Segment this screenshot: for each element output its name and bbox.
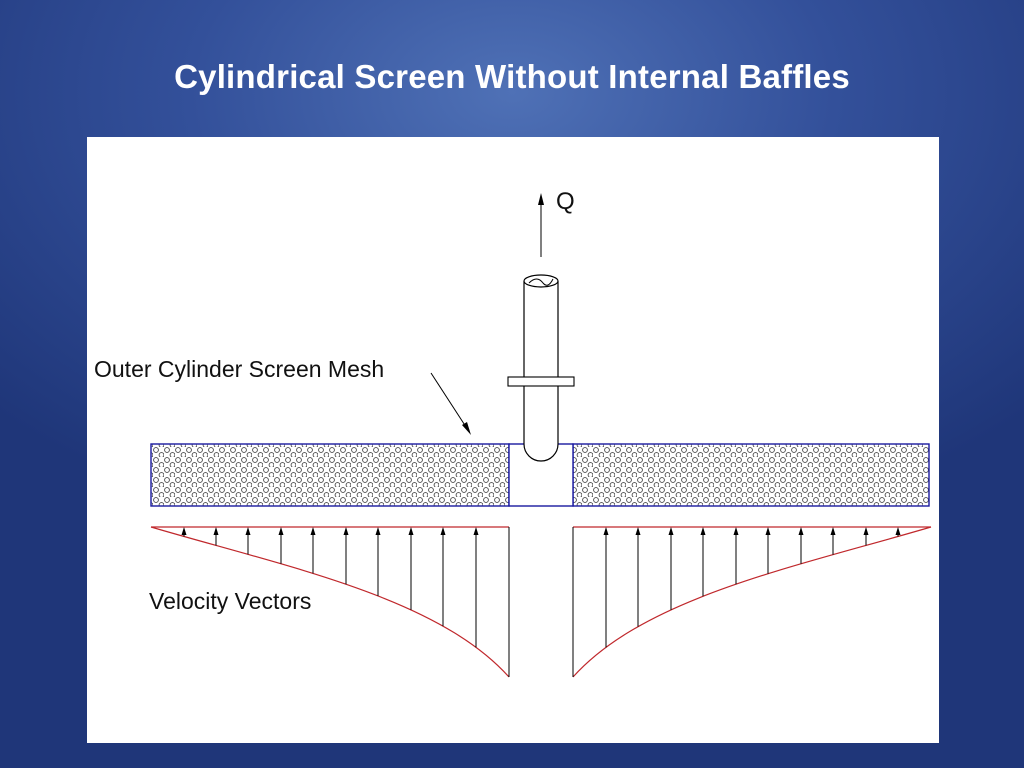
- profile-curve-right: [572, 526, 932, 678]
- velocity-vector-head: [310, 527, 316, 535]
- outlet-pipe: [507, 274, 575, 462]
- velocity-label: Velocity Vectors: [149, 588, 311, 614]
- velocity-profile: [150, 526, 932, 678]
- velocity-vector-head: [181, 527, 187, 535]
- velocity-vector-head: [375, 527, 381, 535]
- velocity-vector-head: [635, 527, 641, 535]
- velocity-vector-head: [473, 527, 479, 535]
- diagram-panel: Q Outer Cylinder Screen Mesh: [87, 137, 939, 743]
- screen-mesh: [150, 443, 930, 507]
- velocity-vector-head: [343, 527, 349, 535]
- velocity-vector-head: [603, 527, 609, 535]
- velocity-vector-head: [700, 527, 706, 535]
- velocity-vector-head: [733, 527, 739, 535]
- screen-flow-diagram: Q Outer Cylinder Screen Mesh: [94, 188, 932, 678]
- slide-title: Cylindrical Screen Without Internal Baff…: [174, 58, 850, 95]
- velocity-vector-head: [830, 527, 836, 535]
- mesh-label: Outer Cylinder Screen Mesh: [94, 356, 384, 382]
- velocity-vector-head: [798, 527, 804, 535]
- flow-label: Q: [556, 188, 575, 215]
- velocity-vector-head: [668, 527, 674, 535]
- mesh-pointer-arrow: [430, 372, 471, 435]
- velocity-vector-head: [245, 527, 251, 535]
- velocity-vector-head: [895, 527, 901, 535]
- velocity-vector-head: [863, 527, 869, 535]
- velocity-vector-head: [408, 527, 414, 535]
- velocity-vector-head: [213, 527, 219, 535]
- flow-direction-arrow: [538, 193, 544, 257]
- pipe-flange: [507, 376, 575, 387]
- velocity-vector-head: [440, 527, 446, 535]
- velocity-vector-head: [765, 527, 771, 535]
- velocity-vector-head: [278, 527, 284, 535]
